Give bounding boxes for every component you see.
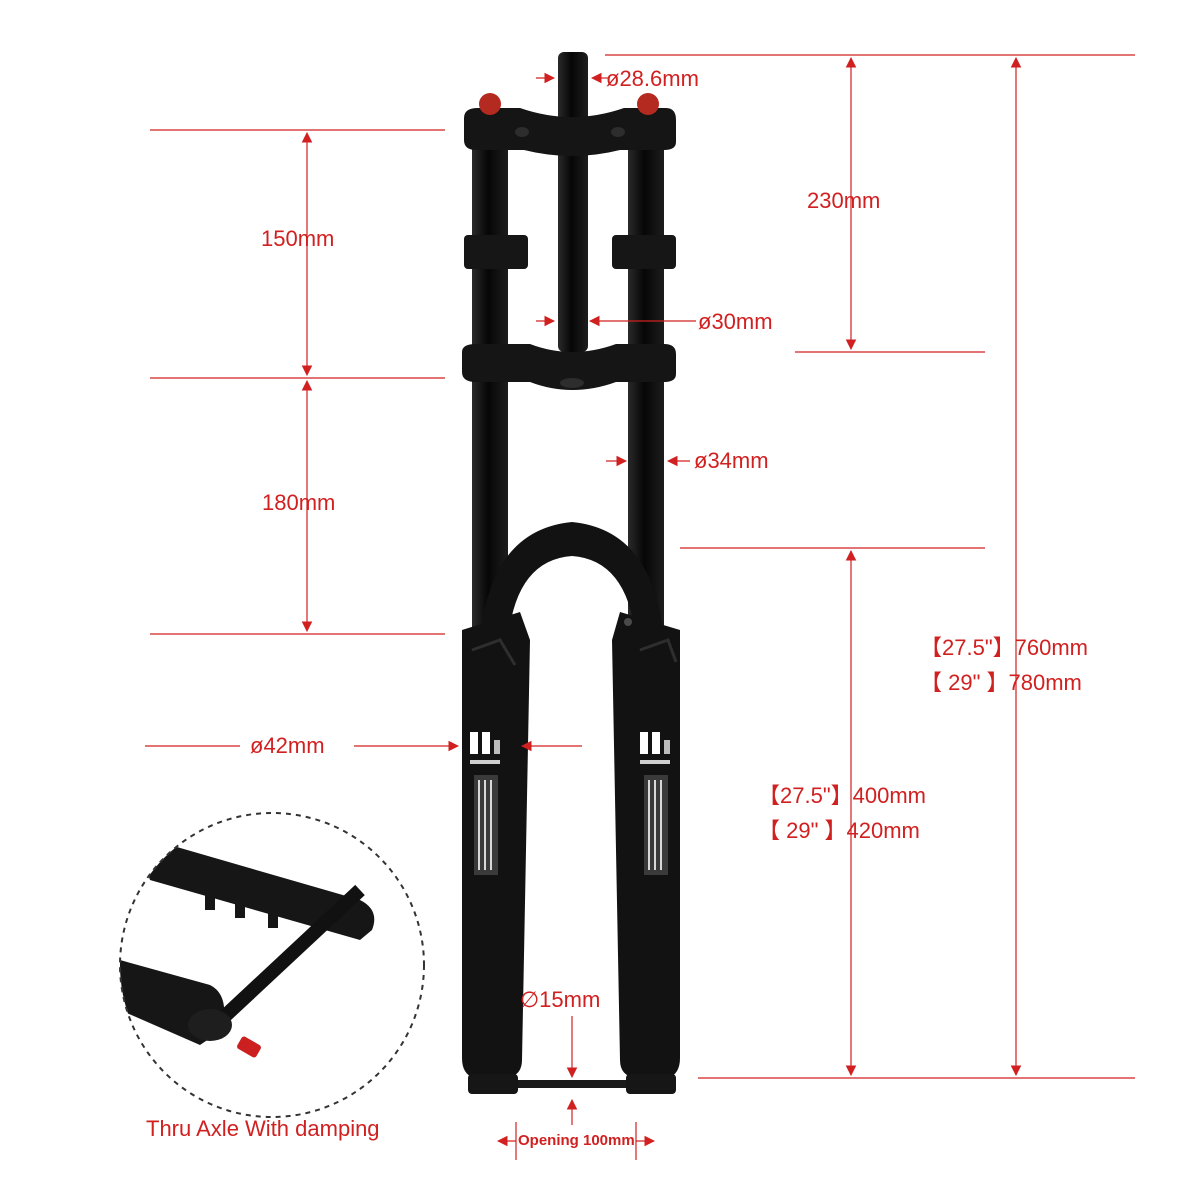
right-adjuster-cap [637,93,659,115]
top-crown [464,108,676,156]
dimension-lines [145,54,1135,1160]
fork-body [462,52,680,1094]
total-length-275-label: 【27.5"】760mm [920,635,1088,660]
stanchion-top-length-label: 230mm [807,188,881,213]
lower-length-29-label: 【 29" 】420mm [758,818,920,843]
axle-opening-label: Opening 100mm [518,1132,635,1149]
total-length-29-label: 【 29" 】780mm [920,670,1082,695]
right-leg-decal [640,732,670,875]
steerer-diameter-label: ø28.6mm [606,66,699,91]
left-leg-decal [470,732,500,875]
bottom-crown [462,344,676,390]
top-crown-spacing-label: 150mm [261,226,335,251]
axle-diameter-label: ∅15mm [520,987,601,1012]
crown-tube-diameter-label: ø30mm [698,309,773,334]
thru-axle [516,1080,628,1088]
inset-dashed-border [119,812,425,1118]
steerer-tube [558,52,588,352]
lower-leg-diameter-label: ø42mm [250,733,325,758]
thru-axle-inset [119,812,425,1118]
right-clamp-band [612,235,676,269]
lower-length-275-label: 【27.5"】400mm [758,783,926,808]
left-adjuster-cap [479,93,501,115]
crown-span-label: 180mm [262,490,336,515]
fork-arch [480,522,664,640]
thru-axle-caption: Thru Axle With damping [146,1116,380,1141]
stanchion-diameter-label: ø34mm [694,448,769,473]
left-clamp-band [464,235,528,269]
